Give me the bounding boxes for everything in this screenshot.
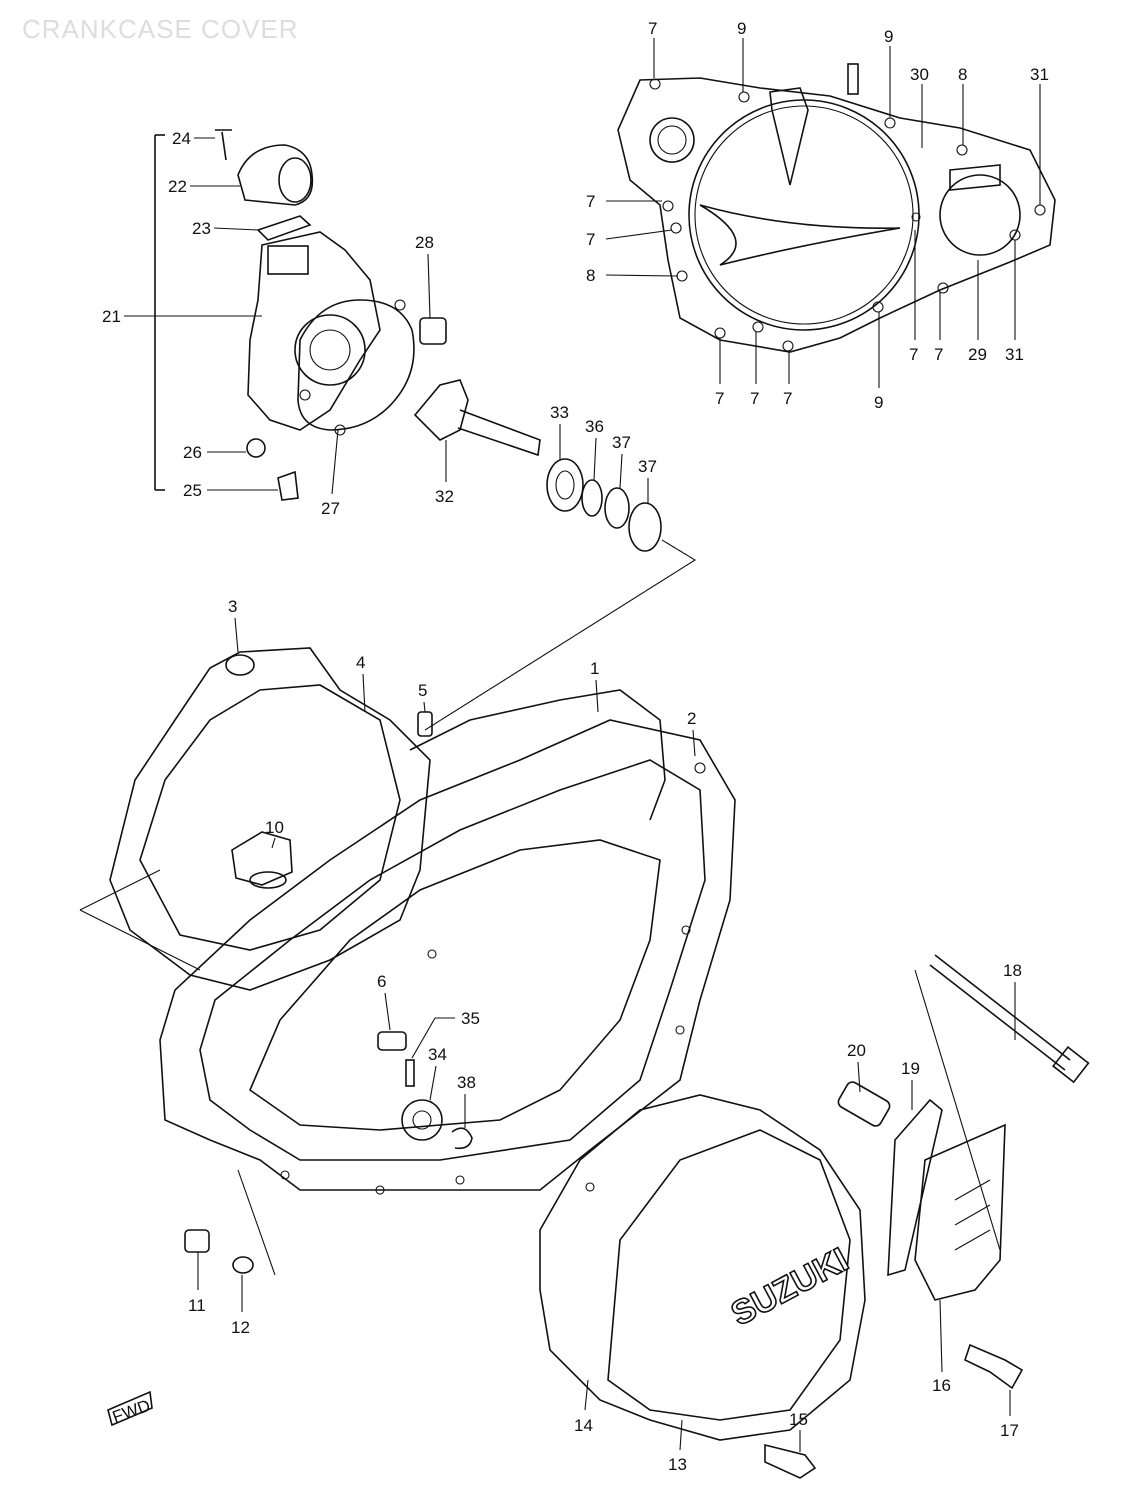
callout-33: 33 [550, 403, 569, 422]
callout-11: 11 [188, 1296, 206, 1315]
callout-7: 7 [586, 192, 595, 211]
callout-26: 26 [183, 443, 202, 462]
callout-14: 14 [574, 1416, 593, 1435]
front-direction-marker: FWD [110, 1396, 153, 1427]
callout-28: 28 [415, 233, 434, 252]
callout-10: 10 [265, 818, 284, 837]
callout-7: 7 [586, 230, 595, 249]
callout-19: 19 [901, 1059, 920, 1078]
water-pump-drawing [154, 129, 697, 731]
callout-32: 32 [435, 487, 454, 506]
diagram-title: CRANKCASE COVER [22, 14, 299, 44]
callout-21: 21 [102, 307, 121, 326]
callout-37: 37 [612, 433, 631, 452]
callout-36: 36 [585, 417, 604, 436]
callout-4: 4 [356, 653, 365, 672]
callout-24: 24 [172, 129, 191, 148]
callout-30: 30 [910, 65, 929, 84]
callout-7: 7 [750, 389, 759, 408]
callout-15: 15 [789, 1410, 808, 1429]
callout-8: 8 [586, 266, 595, 285]
callout-7: 7 [909, 345, 918, 364]
callout-20: 20 [847, 1041, 866, 1060]
callout-34: 34 [428, 1045, 447, 1064]
callout-27: 27 [321, 499, 340, 518]
part-callouts: 7 9 9 30 8 31 7 7 8 7 7 7 9 7 7 29 31 24 [102, 19, 1049, 1474]
crankcase-cover-drawing [79, 647, 736, 1276]
callout-12: 12 [231, 1318, 250, 1337]
callout-7: 7 [783, 389, 792, 408]
callout-25: 25 [183, 481, 202, 500]
clutch-cover-drawing [617, 63, 1056, 353]
brand-logo: SUZUKI [725, 1241, 855, 1334]
callout-9: 9 [737, 19, 746, 38]
callout-2: 2 [687, 709, 696, 728]
callout-9: 9 [874, 393, 883, 412]
callout-5: 5 [418, 681, 427, 700]
callout-17: 17 [1000, 1421, 1019, 1440]
callout-38: 38 [457, 1073, 476, 1092]
callout-29: 29 [968, 345, 987, 364]
callout-22: 22 [168, 177, 187, 196]
callout-37: 37 [638, 457, 657, 476]
callout-35: 35 [461, 1009, 480, 1028]
callout-3: 3 [228, 597, 237, 616]
callout-6: 6 [377, 972, 386, 991]
callout-7: 7 [934, 345, 943, 364]
callout-7: 7 [715, 389, 724, 408]
callout-7: 7 [648, 19, 657, 38]
callout-31: 31 [1030, 65, 1049, 84]
callout-1: 1 [590, 659, 599, 678]
callout-13: 13 [668, 1455, 687, 1474]
callout-23: 23 [192, 219, 211, 238]
callout-31: 31 [1005, 345, 1024, 364]
sprocket-cover-drawing [107, 954, 1090, 1427]
callout-8: 8 [958, 65, 967, 84]
callout-16: 16 [932, 1376, 951, 1395]
callout-9: 9 [884, 27, 893, 46]
callout-18: 18 [1003, 961, 1022, 980]
